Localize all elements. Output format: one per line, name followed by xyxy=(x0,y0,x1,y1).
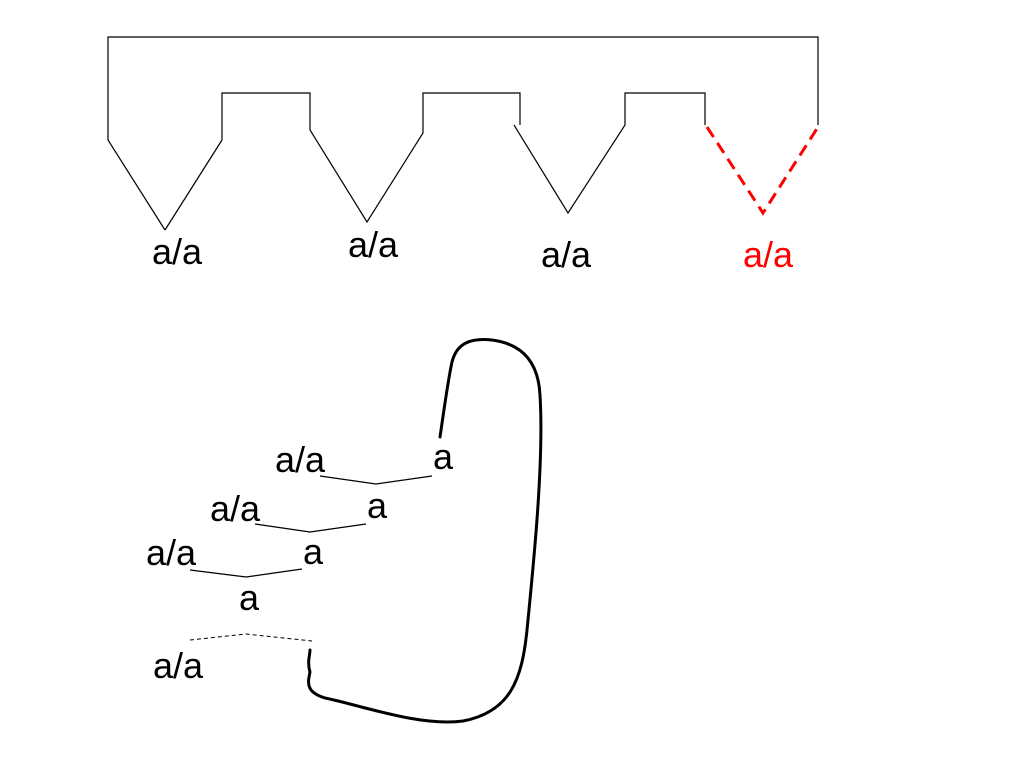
left-label-3: a/a xyxy=(146,532,197,573)
left-label-4: a/a xyxy=(153,645,204,686)
right-label-1: a xyxy=(433,436,454,477)
right-label-4: a xyxy=(239,577,260,618)
top-dashed-red-wedge xyxy=(705,126,820,216)
top-label-4-highlighted: a/a xyxy=(743,234,794,275)
bottom-closing-loop xyxy=(307,338,543,724)
top-label-3: a/a xyxy=(541,234,592,275)
bottom-strand-3 xyxy=(189,568,303,578)
right-label-3: a xyxy=(303,531,324,572)
left-label-2: a/a xyxy=(210,488,261,529)
right-label-2: a xyxy=(367,485,388,526)
bottom-strand-2 xyxy=(254,523,367,533)
bottom-strand-1 xyxy=(319,475,433,485)
top-diagram: a/a a/a a/a a/a xyxy=(107,36,820,275)
top-label-1: a/a xyxy=(152,231,203,272)
top-label-2: a/a xyxy=(348,224,399,265)
left-label-1: a/a xyxy=(275,439,326,480)
top-outline-path xyxy=(107,36,819,231)
bottom-dashed-strand xyxy=(189,633,313,642)
bottom-diagram: a/a a/a a/a a/a a a a a xyxy=(146,338,543,724)
